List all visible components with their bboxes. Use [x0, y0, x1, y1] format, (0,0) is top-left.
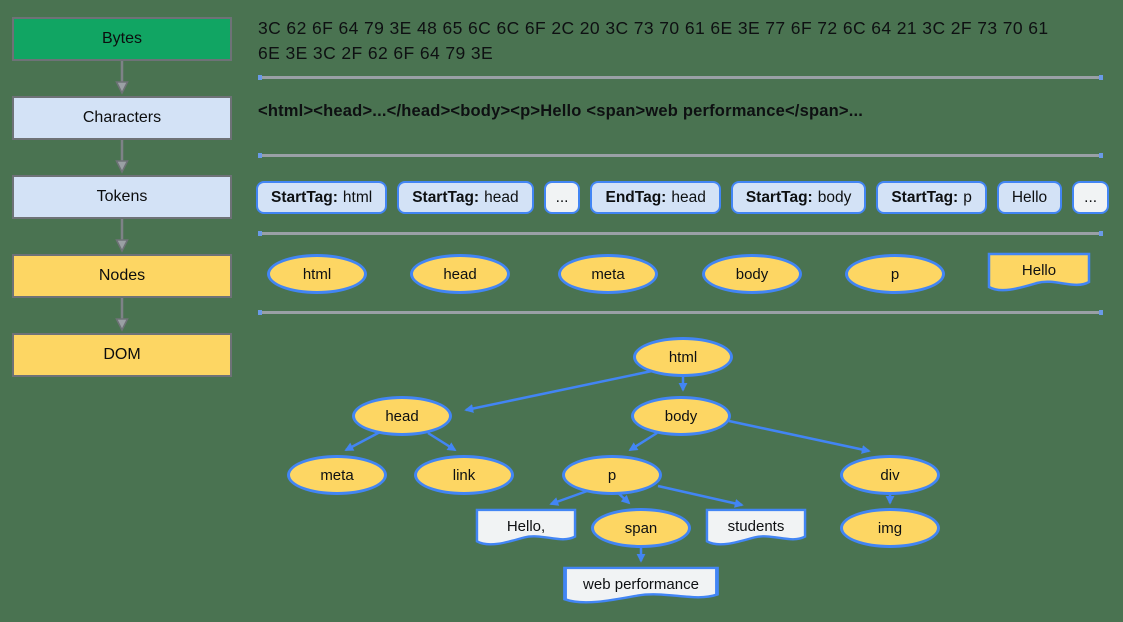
document-shape [563, 566, 719, 604]
stage-box-bytes: Bytes [12, 17, 232, 61]
token-ellipsis: ... [1072, 181, 1110, 214]
dom-node-link: link [414, 455, 514, 495]
token-starttag-body: StartTag:body [730, 181, 867, 214]
dom-node-meta: meta [287, 455, 387, 495]
document-shape [705, 508, 807, 546]
dom-node-text-web-performance: web performance [562, 566, 720, 606]
divider-line [258, 75, 1103, 80]
stage-label-characters: Characters [82, 109, 162, 126]
node-ellipse-head: head [410, 254, 510, 294]
node-ellipse-body: body [702, 254, 802, 294]
token-endtag-head: EndTag:head [590, 181, 721, 214]
stage-box-dom: DOM [12, 333, 232, 377]
stage-box-tokens: Tokens [12, 175, 232, 219]
stage-label-tokens: Tokens [96, 188, 148, 205]
divider-line [258, 231, 1103, 236]
dom-node-div: div [840, 455, 940, 495]
divider-line [258, 153, 1103, 158]
dom-node-html: html [633, 337, 733, 377]
divider-line [258, 310, 1103, 315]
token-starttag-html: StartTag:html [256, 181, 388, 214]
dom-node-text-students: students [705, 508, 807, 548]
node-document-hello: Hello [987, 252, 1091, 294]
document-shape [987, 252, 1091, 292]
node-ellipse-meta: meta [558, 254, 658, 294]
tokens-row: StartTag:html StartTag:head ... EndTag:h… [256, 181, 1110, 214]
token-hello: Hello [996, 181, 1063, 214]
dom-node-head: head [352, 396, 452, 436]
stage-label-dom: DOM [103, 346, 141, 363]
stage-box-nodes: Nodes [12, 254, 232, 298]
characters-string: <html><head>...</head><body><p>Hello <sp… [258, 102, 864, 120]
down-arrow-icon [115, 219, 129, 253]
document-shape [475, 508, 577, 546]
stage-box-characters: Characters [12, 96, 232, 140]
token-ellipsis: ... [543, 181, 581, 214]
dom-node-span: span [591, 508, 691, 548]
token-starttag-p: StartTag:p [876, 181, 987, 214]
down-arrow-icon [115, 298, 129, 332]
stage-label-nodes: Nodes [98, 267, 146, 284]
down-arrow-icon [115, 140, 129, 174]
token-starttag-head: StartTag:head [397, 181, 534, 214]
bytes-hex-text: 3C 62 6F 64 79 3E 48 65 6C 6C 6F 2C 20 3… [258, 16, 1049, 66]
dom-node-text-hello: Hello, [475, 508, 577, 548]
down-arrow-icon [115, 61, 129, 95]
dom-node-body: body [631, 396, 731, 436]
dom-node-p: p [562, 455, 662, 495]
bytes-hex-line-1: 3C 62 6F 64 79 3E 48 65 6C 6C 6F 2C 20 3… [258, 18, 1049, 38]
stage-label-bytes: Bytes [101, 30, 142, 47]
node-ellipse-p: p [845, 254, 945, 294]
node-ellipse-html: html [267, 254, 367, 294]
dom-node-img: img [840, 508, 940, 548]
bytes-hex-line-2: 6E 3E 3C 2F 62 6F 64 79 3E [258, 43, 494, 63]
